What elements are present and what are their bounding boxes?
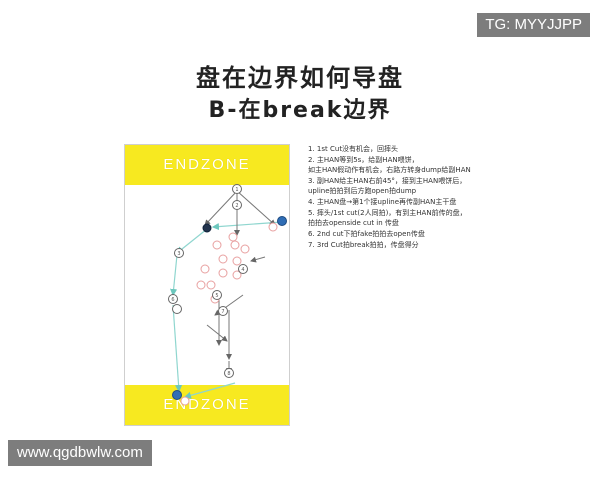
page-subtitle: B-在break边界: [208, 98, 392, 123]
step-item: 6. 2nd cut下拍fake拍拍去open传盘: [308, 229, 508, 239]
step-item: 4. 主HAN盘→第1个接upline再传副HAN主干盘: [308, 197, 508, 207]
watermark-tag-top: TG: MYYJJPP: [477, 13, 590, 37]
step-list: 1. 1st Cut没有机会，回摔头 2. 主HAN等到5s，给副HAN喂饼， …: [308, 144, 508, 251]
disc-icon: [277, 216, 287, 226]
pass-line: [172, 304, 183, 393]
player-label: 1: [235, 187, 238, 193]
cut-lines: [204, 190, 276, 374]
step-number: 1.: [308, 145, 315, 153]
step-item: 5. 摔头/1st cut(2人同拍)，有到主HAN前传的盘， 拍拍去opens…: [308, 208, 508, 228]
offense-marker: [172, 304, 182, 314]
player-label: 4: [241, 267, 244, 273]
disc-icon: [202, 223, 212, 233]
cut-line: [206, 324, 228, 342]
step-text: 1st Cut没有机会，回摔头: [316, 145, 399, 153]
defender-marker: [218, 268, 228, 278]
player-label: 3: [177, 251, 180, 257]
step-number: 2.: [308, 156, 315, 164]
cut-line: [250, 256, 266, 263]
pass-line: [183, 382, 236, 399]
offense-marker: [212, 290, 222, 300]
ultimate-field: ENDZONE ENDZONE: [124, 144, 290, 426]
defender-marker: [230, 240, 240, 250]
step-number: 5.: [308, 209, 315, 217]
defender-marker: [268, 222, 278, 232]
offense-marker: [232, 200, 242, 210]
pass-line: [170, 254, 178, 297]
player-label: 5: [215, 293, 218, 299]
step-text: 摔头/1st cut(2人同拍)，有到主HAN前传的盘， 拍拍去openside…: [308, 209, 467, 227]
endzone-top: ENDZONE: [125, 145, 289, 185]
step-item: 1. 1st Cut没有机会，回摔头: [308, 144, 508, 154]
disc-icon: [172, 390, 182, 400]
defender-marker: [212, 240, 222, 250]
offense-marker: [174, 248, 184, 258]
page-title: 盘在边界如何导盘: [196, 64, 404, 92]
step-text: 主HAN等到5s，给副HAN喂饼， 如主HAN假动作有机会，右路方转身dump给…: [308, 156, 471, 174]
offense-marker: [232, 184, 242, 194]
step-number: 7.: [308, 241, 315, 249]
step-number: 6.: [308, 230, 315, 238]
defender-marker: [228, 232, 238, 242]
defender-marker: [218, 254, 228, 264]
step-item: 2. 主HAN等到5s，给副HAN喂饼， 如主HAN假动作有机会，右路方转身du…: [308, 155, 508, 175]
defender-marker: [232, 270, 242, 280]
step-item: 7. 3rd Cut拍break拍拍，传盘得分: [308, 240, 508, 250]
step-text: 主HAN盘→第1个接upline再传副HAN主干盘: [316, 198, 457, 206]
defender-marker: [240, 244, 250, 254]
step-text: 3rd Cut拍break拍拍，传盘得分: [316, 241, 419, 249]
player-label: 8: [227, 371, 230, 377]
defender-marker: [200, 264, 210, 274]
player-label: 2: [235, 203, 238, 209]
step-text: 副HAN给主HAN右前45°，接到主HAN喂饼后， upline拍拍到后方跑op…: [308, 177, 467, 195]
step-item: 3. 副HAN给主HAN右前45°，接到主HAN喂饼后， upline拍拍到后方…: [308, 176, 508, 196]
step-number: 4.: [308, 198, 315, 206]
defenders: [196, 222, 278, 304]
defender-marker: [206, 280, 216, 290]
offense-marker: [238, 264, 248, 274]
cut-line: [236, 190, 276, 226]
player-label: 6: [171, 297, 174, 303]
endzone-bottom: ENDZONE: [125, 385, 289, 425]
defender-marker: [232, 256, 242, 266]
step-text: 2nd cut下拍fake拍拍去open传盘: [316, 230, 425, 238]
defender-marker: [180, 396, 190, 406]
disc-holders: [172, 216, 287, 406]
play-diagram: 1 2 3 4 5 6 7 8: [168, 184, 287, 406]
offense-marker: [224, 368, 234, 378]
offense-marker: [218, 306, 228, 316]
cut-line: [204, 190, 238, 226]
watermark-url: www.qgdbwlw.com: [8, 440, 152, 466]
player-label: 7: [221, 309, 224, 315]
defender-marker: [196, 280, 206, 290]
offense-players: [168, 184, 248, 378]
offense-marker: [168, 294, 178, 304]
step-number: 3.: [308, 177, 315, 185]
